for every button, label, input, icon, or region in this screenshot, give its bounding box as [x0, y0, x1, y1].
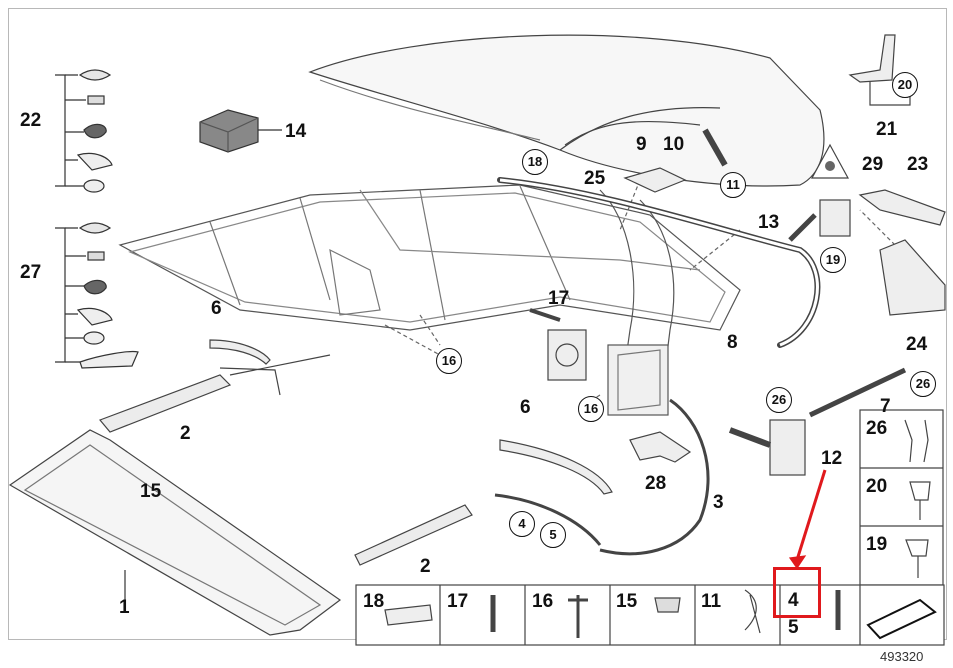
seal-3	[599, 398, 710, 556]
bracket-28	[629, 431, 692, 463]
seal-strip-2a	[98, 374, 232, 433]
label-3: 3	[713, 492, 724, 513]
label-12: 12	[821, 448, 843, 469]
label-22: 22	[20, 110, 42, 131]
soft-top-rear-line	[559, 107, 721, 151]
fastener-group-22	[55, 69, 113, 193]
label-7: 7	[880, 396, 891, 417]
circled-26b: 26	[910, 371, 936, 397]
legend-right-20: 20	[866, 476, 888, 497]
seal-6b	[499, 439, 613, 495]
legend-bottom-11: 11	[701, 591, 722, 612]
circled-19: 19	[820, 247, 846, 273]
label-6b: 6	[520, 397, 531, 418]
legend-bottom-5: 5	[788, 617, 799, 638]
circled-18: 18	[522, 149, 548, 175]
fastener-group-27	[55, 222, 139, 369]
circled-5: 5	[540, 522, 566, 548]
panel-24	[879, 239, 946, 316]
reference-number: 493320	[880, 649, 924, 664]
gas-strut-12	[808, 367, 907, 418]
legend-bottom-18: 18	[363, 591, 385, 612]
circled-20: 20	[892, 72, 918, 98]
soft-top-cover	[308, 34, 825, 187]
legend-right-26: 26	[866, 418, 888, 439]
label-28: 28	[645, 473, 667, 494]
legend-bottom-16: 16	[532, 591, 554, 612]
legend-right-19: 19	[866, 534, 888, 555]
label-8: 8	[727, 332, 738, 353]
label-2b: 2	[420, 556, 431, 577]
circled-16b: 16	[578, 396, 604, 422]
circled-4: 4	[509, 511, 535, 537]
hinge-bracket	[607, 344, 669, 416]
top-frame	[118, 184, 741, 331]
label-15: 15	[140, 481, 162, 502]
bolt-17	[529, 308, 561, 322]
legend-bottom-15: 15	[616, 591, 638, 612]
label-29: 29	[862, 154, 884, 175]
label-1: 1	[119, 597, 130, 618]
legend-bottom-17: 17	[447, 591, 469, 612]
label-27: 27	[20, 262, 42, 283]
highlight-arrow	[795, 469, 827, 561]
circled-16a: 16	[436, 348, 462, 374]
label-17: 17	[548, 288, 570, 309]
label-2a: 2	[180, 423, 191, 444]
circled-26a: 26	[766, 387, 792, 413]
pin-10	[702, 128, 728, 167]
label-9: 9	[636, 134, 647, 155]
label-13: 13	[758, 212, 780, 233]
circled-11: 11	[720, 172, 746, 198]
plate-25	[623, 167, 687, 193]
label-24: 24	[906, 334, 928, 355]
label-10: 10	[663, 134, 685, 155]
legend-bottom-4: 4	[788, 590, 799, 611]
strap-13	[788, 213, 817, 242]
bracket-21	[848, 34, 896, 83]
part-box-14	[199, 109, 282, 153]
label-6a: 6	[211, 298, 222, 319]
highlight-box	[773, 567, 821, 618]
cable-9	[564, 120, 701, 146]
window-seal-1	[8, 429, 342, 636]
legend-bottom-box	[355, 584, 945, 646]
label-14: 14	[285, 121, 307, 142]
label-25: 25	[584, 168, 606, 189]
seal-strip-2b	[354, 504, 473, 566]
seal-6a	[209, 339, 271, 365]
strip-23	[858, 189, 946, 226]
legend-right-box	[859, 409, 944, 586]
soft-top-cover-edge	[319, 79, 541, 141]
label-23: 23	[907, 154, 929, 175]
latch-19	[819, 199, 851, 237]
label-21: 21	[876, 119, 898, 140]
